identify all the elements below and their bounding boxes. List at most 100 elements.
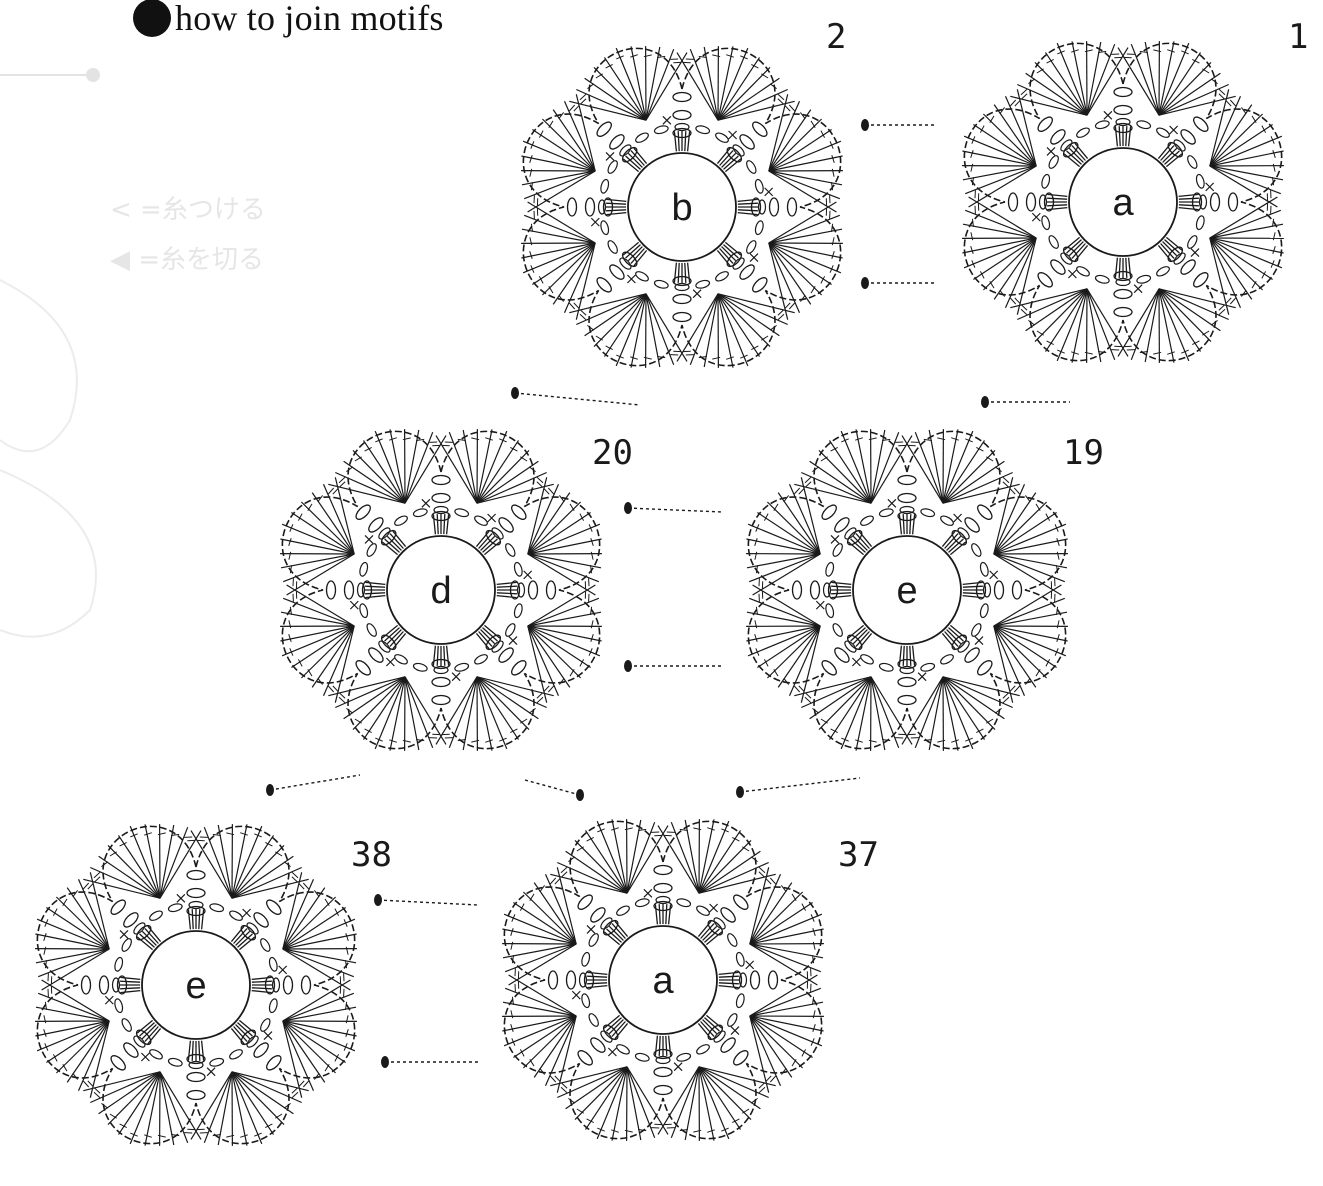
stitch-crossbar: [770, 84, 776, 89]
cluster-stitch: [365, 596, 385, 598]
motif-37: a: [502, 819, 824, 1141]
chain-loop: [898, 476, 916, 485]
chain-loop: [432, 494, 450, 503]
cluster-stitch: [606, 203, 626, 204]
stitch-crossbar: [1219, 89, 1225, 94]
stitch-line: [283, 897, 336, 949]
stitch-crossbar: [591, 538, 594, 546]
stitch-line: [528, 554, 599, 582]
inner-chain: [831, 542, 844, 558]
stitch-line: [1210, 166, 1281, 194]
motif-19: e: [746, 429, 1068, 751]
chain-loop: [738, 132, 757, 151]
stitch-line: [943, 677, 995, 730]
inner-chain: [695, 279, 710, 289]
cluster-stitch: [252, 988, 272, 989]
x-stitch: [120, 930, 128, 938]
cluster-stitch: [963, 593, 983, 594]
stitch-line: [524, 171, 595, 199]
cluster-stitch: [655, 904, 657, 924]
cluster-stitch: [199, 909, 200, 929]
cluster-stitch: [831, 593, 851, 594]
x-stitch: [264, 1032, 272, 1040]
stitch-crossbar: [580, 310, 586, 316]
cluster-stitch: [659, 904, 660, 924]
inner-chain: [268, 957, 278, 972]
stitch-line: [769, 119, 822, 171]
stitch-line: [1210, 238, 1263, 290]
inner-chain: [676, 898, 691, 908]
stitch-crossbar: [726, 357, 734, 360]
cluster-stitch: [674, 131, 676, 151]
stitch-line: [646, 49, 674, 120]
chain-loop: [719, 905, 738, 924]
stitch-crossbar: [1226, 100, 1232, 106]
cluster-stitch: [678, 263, 679, 283]
inner-chain: [504, 622, 517, 638]
stitch-crossbar: [328, 686, 333, 692]
cluster-stitch: [188, 1041, 190, 1061]
x-stitch: [1068, 270, 1076, 278]
inner-chain: [1155, 265, 1171, 278]
cluster-stitch: [831, 582, 851, 584]
stitch-crossbar: [580, 314, 586, 319]
stitch-crossbar: [569, 105, 574, 111]
stitch-line: [232, 845, 284, 898]
inner-chain: [726, 1012, 739, 1028]
chain-loop: [1048, 258, 1067, 277]
cluster-stitch: [674, 263, 676, 283]
inner-chain: [859, 653, 875, 666]
inner-chain: [879, 508, 894, 518]
cluster-stitch: [669, 1036, 671, 1056]
stitch-line: [1159, 289, 1211, 342]
stitch-line: [160, 827, 188, 898]
inner-chain: [606, 239, 619, 255]
chain-loop: [187, 1091, 205, 1100]
inner-chain: [939, 653, 955, 666]
join-line: [378, 900, 478, 905]
x-stitch: [765, 188, 773, 196]
stitch-line: [283, 598, 354, 626]
stitch-crossbar: [569, 303, 574, 309]
motif-letter: e: [896, 570, 917, 612]
motif-number-2: 2: [826, 17, 846, 57]
stitch-line: [301, 502, 354, 554]
stitch-crossbar: [1219, 94, 1225, 100]
stitch-line: [819, 677, 871, 730]
stitch-crossbar: [485, 740, 493, 743]
inner-chain: [189, 902, 203, 909]
chain-loop: [963, 646, 982, 665]
stitch-crossbar: [1003, 693, 1009, 699]
join-line: [515, 393, 640, 405]
stitch-crossbar: [1015, 298, 1021, 304]
stitch-crossbar: [555, 1076, 561, 1082]
stitch-crossbar: [94, 1088, 100, 1094]
cluster-stitch: [1047, 208, 1067, 210]
inner-chain: [365, 542, 378, 558]
stitch-crossbar: [1230, 100, 1235, 106]
stitch-crossbar: [339, 477, 345, 482]
cluster-stitch: [444, 514, 445, 534]
stitch-line: [965, 166, 1036, 194]
stitch-crossbar: [389, 740, 397, 743]
inner-chain: [168, 903, 183, 913]
cluster-stitch: [913, 646, 915, 666]
chain-loop: [793, 581, 802, 599]
chain-loop: [1229, 193, 1238, 211]
stitch-line: [594, 67, 646, 120]
inner-chain: [413, 508, 428, 518]
chain-loop: [302, 976, 311, 994]
stitch-line: [767, 502, 820, 554]
cluster-stitch: [1129, 126, 1131, 146]
stitch-crossbar: [759, 867, 765, 872]
chain-loop: [654, 866, 672, 875]
chain-loop: [252, 910, 271, 929]
chain-loop: [832, 515, 851, 534]
stitch-crossbar: [561, 1087, 567, 1092]
cluster-stitch: [252, 991, 272, 993]
inner-chain: [148, 1048, 164, 1061]
stitch-crossbar: [759, 1083, 765, 1089]
stitch-line: [699, 840, 751, 893]
stitch-line: [749, 598, 820, 626]
stitch-line: [477, 450, 529, 503]
